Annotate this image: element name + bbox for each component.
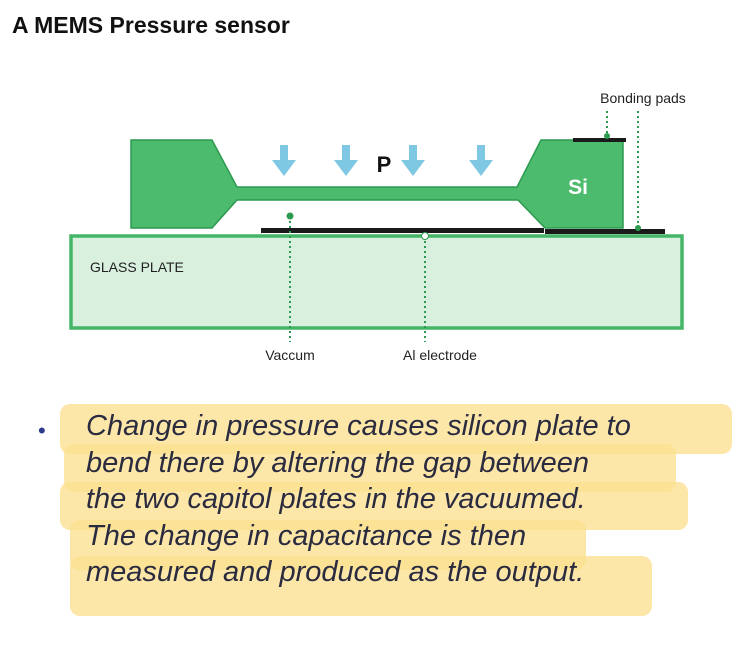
down-arrow-icon (401, 145, 425, 176)
bonding-pad-dot-1 (604, 133, 610, 139)
down-arrow-icon (272, 145, 296, 176)
electrode-dot (421, 232, 429, 240)
vacuum-label: Vaccum (265, 347, 315, 363)
bullet-text: Change in pressure causes silicon plate … (86, 408, 726, 591)
down-arrow-icon (334, 145, 358, 176)
glass-plate (69, 234, 684, 330)
electrode-label: Al electrode (403, 347, 477, 363)
vacuum-dot (286, 212, 294, 220)
bullet-point-icon: • (38, 418, 46, 443)
silicon-label: Si (568, 176, 588, 199)
mems-sensor-diagram: Bonding pads P Si GLASS PLATE Vaccum Al … (69, 90, 686, 363)
bullet-line: measured and produced as the output. (86, 556, 585, 588)
bullet-line: the two capitol plates in the vacuumed. (86, 483, 586, 515)
bonding-pads-label: Bonding pads (600, 90, 686, 106)
bullet-line: Change in pressure causes silicon plate … (86, 410, 631, 442)
al-electrode (261, 228, 544, 233)
bullet-line: bend there by altering the gap between (86, 446, 590, 479)
bullet-line: The change in capacitance is then (86, 519, 527, 552)
glass-plate-label: GLASS PLATE (90, 259, 184, 275)
pressure-arrows (272, 145, 493, 176)
bonding-pad-bottom (545, 229, 665, 234)
down-arrow-icon (469, 145, 493, 176)
bonding-pad-dot-2 (635, 225, 641, 231)
page-title: A MEMS Pressure sensor (12, 12, 290, 38)
bonding-pad-top (573, 138, 626, 142)
silicon-body (130, 139, 624, 229)
highlight-line-5 (70, 556, 652, 616)
pressure-label: P (377, 152, 392, 177)
